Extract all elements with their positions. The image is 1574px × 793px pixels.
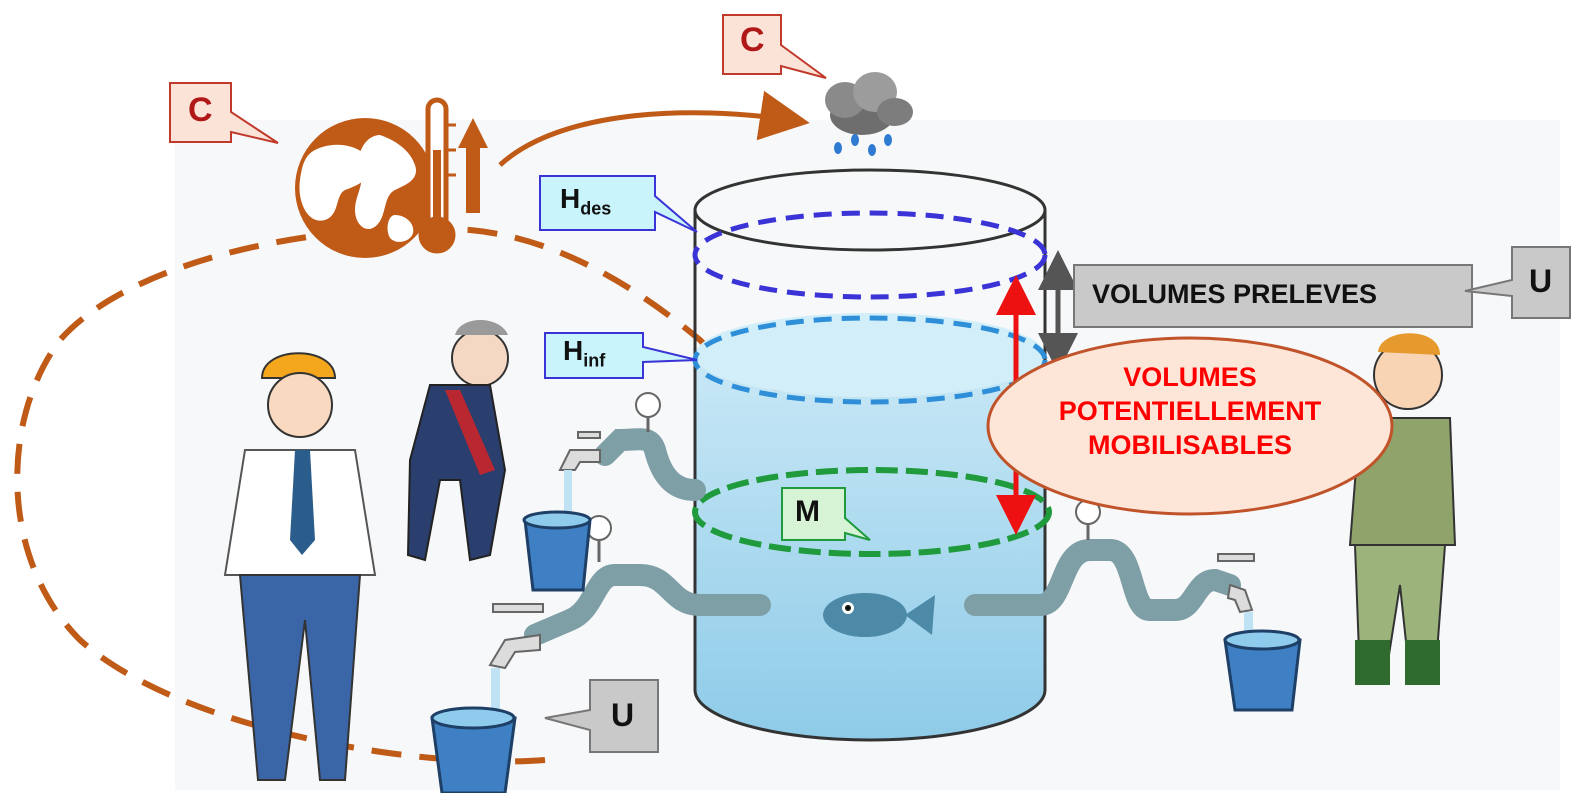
h-inf-callout-box xyxy=(544,332,698,379)
mayor-figure xyxy=(406,320,509,562)
m-level-ring xyxy=(692,467,1052,557)
c-callout-left-label: C xyxy=(188,91,213,129)
c-callout-top-box xyxy=(722,14,827,79)
volumes-preleves-label: VOLUMES PRELEVES xyxy=(1092,279,1378,309)
m-callout-box xyxy=(781,487,871,541)
h-inf-label: Hinf xyxy=(563,335,605,372)
h-inf-main: H xyxy=(563,335,584,366)
h-des-main: H xyxy=(560,183,581,214)
u-callout-bottom-label: U xyxy=(611,697,635,733)
u-callout-right-label: U xyxy=(1529,263,1553,299)
volumes-mobilisables-label: VOLUMES POTENTIELLEMENT MOBILISABLES xyxy=(1015,360,1365,462)
rain-cloud-icon xyxy=(825,72,913,156)
thermometer-icon xyxy=(418,97,456,254)
feedback-loop-arrow xyxy=(14,225,789,765)
fish-icon xyxy=(823,593,935,637)
tap-icon xyxy=(488,431,1255,670)
volumes-preleves-box xyxy=(1073,264,1473,328)
h-des-callout-box xyxy=(539,175,698,233)
c-callout-top-label: C xyxy=(740,21,765,59)
c-callout-left-box xyxy=(169,82,279,144)
pipe-upper-left xyxy=(594,428,706,501)
temperature-up-arrow-icon xyxy=(458,118,488,213)
engineer-figure xyxy=(223,352,377,781)
u-callout-bottom-box xyxy=(544,679,659,753)
volumes-mobilisables-line2: POTENTIELLEMENT xyxy=(1058,396,1322,426)
farmer-figure xyxy=(1348,333,1457,685)
water-stream xyxy=(564,470,572,530)
pipe-lower-left xyxy=(524,564,771,646)
pressure-gauge-icon xyxy=(586,392,1101,562)
h-des-label: Hdes xyxy=(560,183,611,220)
m-label: M xyxy=(795,495,820,528)
volumes-mobilisables-bubble xyxy=(986,336,1394,516)
earth-icon xyxy=(295,118,435,258)
u-callout-right-box xyxy=(1464,246,1571,319)
bucket-icon xyxy=(430,510,1302,793)
climate-arrow xyxy=(498,90,810,167)
volumes-mobilisables-line3: MOBILISABLES xyxy=(1087,430,1292,460)
volumes-mobilisables-line1: VOLUMES xyxy=(1123,362,1257,392)
pipe-right xyxy=(964,539,1241,621)
water-stream xyxy=(491,668,500,728)
water-tank xyxy=(693,168,1047,742)
h-inf-subscript: inf xyxy=(583,350,606,371)
h-des-subscript: des xyxy=(580,198,612,219)
